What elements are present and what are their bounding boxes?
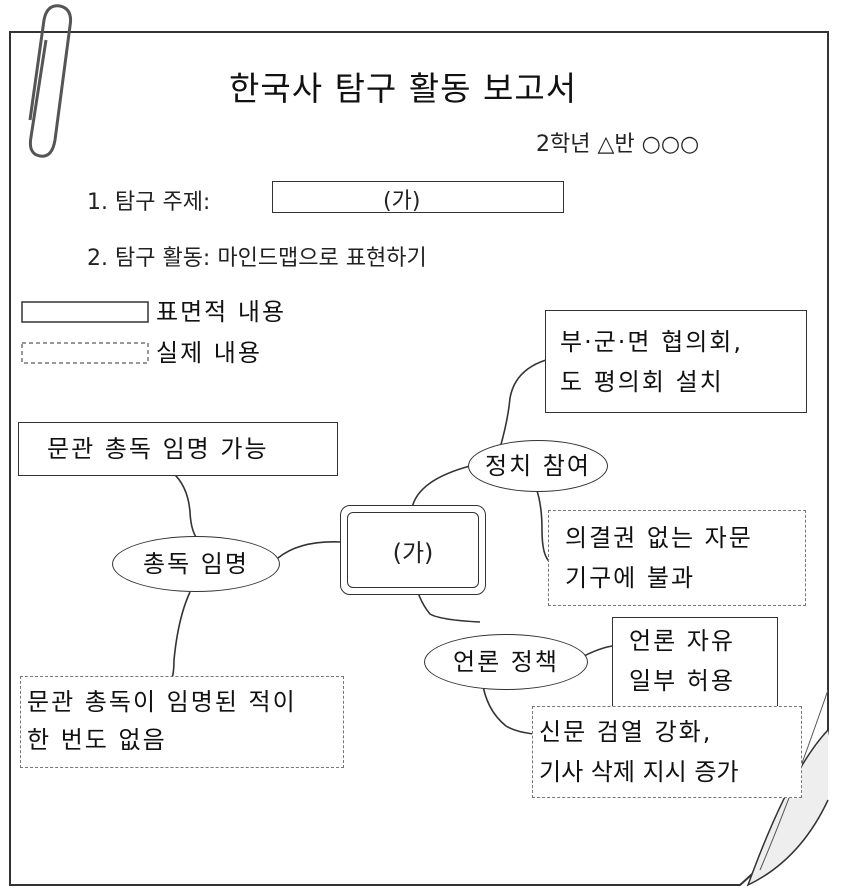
governor-label: 총독 임명 [143,550,249,578]
politics-surface-line1: 부·군·면 협의회, [560,328,743,356]
press-surface-box: 언론 자유 일부 허용 [612,617,778,709]
activity-label: 2. 탐구 활동: 마인드맵으로 표현하기 [87,246,427,271]
paper-curl [746,729,829,887]
politics-actual-box: 의결권 없는 자문 기구에 불과 [548,510,806,606]
governor-surface-text: 문관 총독 임명 가능 [47,435,269,463]
topic-blank-box: (가) [272,181,564,214]
press-actual-line1: 신문 검열 강화, [539,718,713,746]
center-node-inner [347,512,479,588]
politics-surface-line2: 도 평의회 설치 [560,368,724,396]
student-info: 2학년 △반 ○○○ [536,132,700,157]
politics-node: 정치 참여 [468,440,608,492]
press-node: 언론 정책 [424,634,588,690]
topic-label: 1. 탐구 주제: [87,190,211,215]
governor-actual-box: 문관 총독이 임명된 적이 한 번도 없음 [20,676,344,768]
legend-surface-label: 표면적 내용 [156,298,287,326]
politics-actual-line1: 의결권 없는 자문 [565,524,753,552]
politics-actual-line2: 기구에 불과 [565,564,696,592]
legend-actual-label: 실제 내용 [156,339,262,367]
legend-dashed-swatch [21,342,149,364]
center-label: (가) [392,538,434,567]
paper-clip-icon [28,4,72,158]
governor-actual-line1: 문관 총독이 임명된 적이 [27,688,297,716]
politics-label: 정치 참여 [485,452,591,480]
topic-value: (가) [383,189,421,214]
center-node: (가) [340,505,486,595]
politics-surface-box: 부·군·면 협의회, 도 평의회 설치 [545,310,807,413]
press-label: 언론 정책 [453,648,559,676]
press-surface-line1: 언론 자유 [629,627,735,655]
press-actual-box: 신문 검열 강화, 기사 삭제 지시 증가 [532,706,802,798]
governor-surface-box: 문관 총독 임명 가능 [18,422,338,476]
report-title: 한국사 탐구 활동 보고서 [229,69,578,108]
legend-solid-swatch [21,301,149,323]
governor-actual-line2: 한 번도 없음 [27,726,167,754]
governor-node: 총독 임명 [112,536,280,592]
press-actual-line2: 기사 삭제 지시 증가 [539,758,739,786]
press-surface-line2: 일부 허용 [629,667,735,695]
